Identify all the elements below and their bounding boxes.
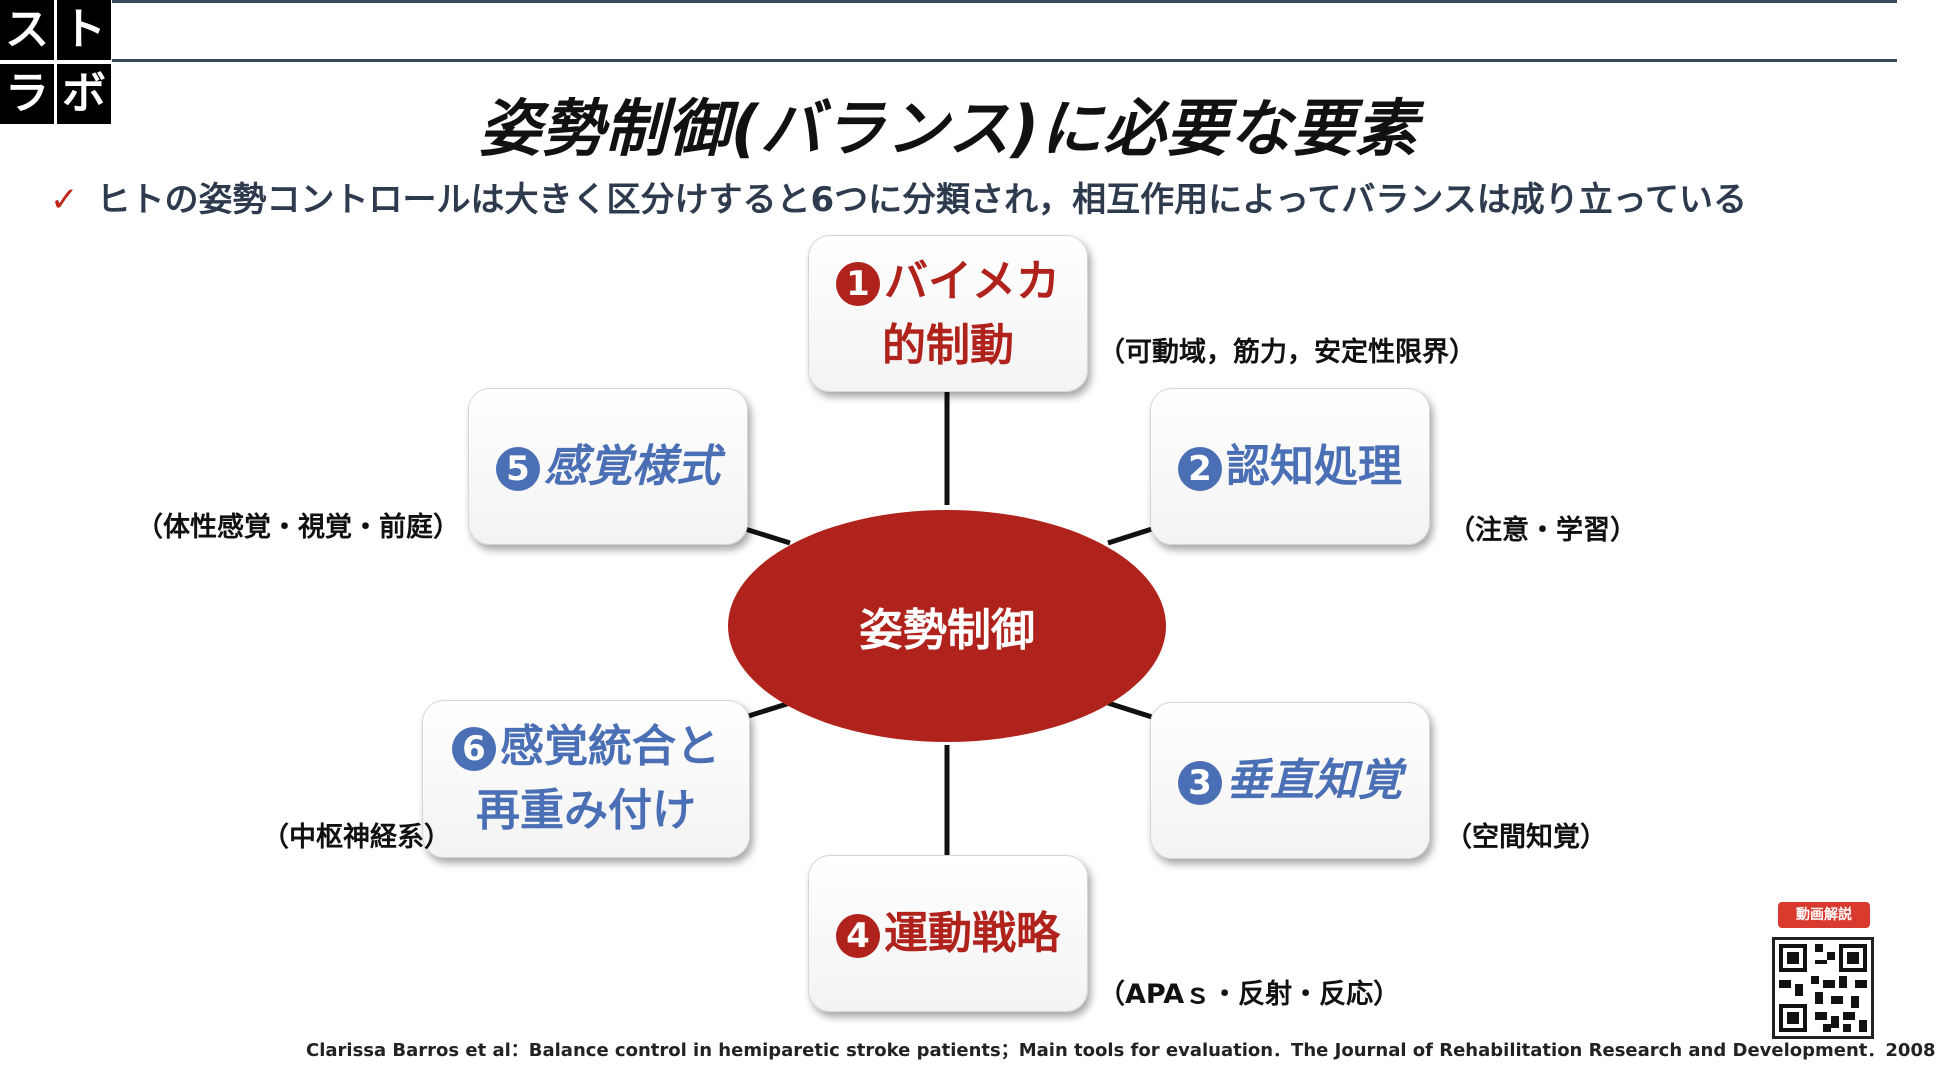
page-title: 姿勢制御(バランス)に必要な要素 [478, 92, 1419, 165]
number-badge-4: 4 [836, 913, 880, 958]
connector-lines [741, 390, 1156, 855]
center-ellipse: 姿勢制御 [728, 510, 1166, 742]
element-2-note: （注意・学習） [1448, 515, 1637, 546]
qr-code-icon[interactable] [1772, 937, 1874, 1039]
header-rule [112, 0, 1897, 62]
element-3-note: （空間知覚） [1445, 822, 1607, 853]
citation: Clarissa Barros et al：Balance control in… [306, 1040, 1936, 1061]
number-badge-3: 3 [1178, 760, 1222, 805]
element-3-line-1: 垂直知覚 [1226, 754, 1402, 806]
video-badge: 動画解説 [1778, 902, 1870, 928]
element-1-note: （可動域，筋力，安定性限界） [1098, 337, 1476, 368]
element-5-line-1: 感覚様式 [544, 440, 720, 492]
element-6-line-2: 再重み付け [476, 785, 696, 836]
connector-line-2 [1107, 525, 1156, 546]
logo-char: ト [57, 0, 111, 60]
subtitle-text: ヒトの姿勢コントロールは大きく区分けすると6つに分類され，相互作用によってバラン… [96, 180, 1748, 220]
number-badge-6: 6 [452, 727, 496, 772]
element-4-note: （APAｓ・反射・反応） [1098, 979, 1401, 1010]
check-icon: ✓ [50, 180, 79, 220]
number-badge-2: 2 [1178, 446, 1222, 491]
subtitle-row: ✓ ヒトの姿勢コントロールは大きく区分けすると6つに分類され，相互作用によってバラ… [50, 172, 1747, 221]
element-6-line-1: 感覚統合と [500, 721, 720, 773]
element-1-line-2: 的制動 [882, 319, 1014, 371]
qr-pattern [1775, 940, 1871, 1036]
element-6-note: （中枢神経系） [262, 822, 451, 853]
element-2-line-1: 認知処理 [1226, 440, 1402, 492]
number-badge-5: 5 [496, 446, 540, 491]
connector-line-6 [741, 700, 791, 721]
element-5-note: （体性感覚・視覚・前庭） [136, 512, 460, 543]
logo-char: ボ [57, 64, 111, 124]
element-4-line-1: 運動戦略 [884, 907, 1060, 959]
logo-char: ラ [0, 64, 54, 124]
center-label: 姿勢制御 [859, 605, 1035, 656]
logo: ス ト ラ ボ [0, 0, 112, 126]
element-1-line-1: バイメカ [884, 255, 1060, 307]
connector-line-5 [741, 525, 791, 546]
logo-char: ス [0, 0, 54, 60]
number-badge-1: 1 [836, 261, 880, 306]
connector-line-3 [1107, 700, 1156, 721]
